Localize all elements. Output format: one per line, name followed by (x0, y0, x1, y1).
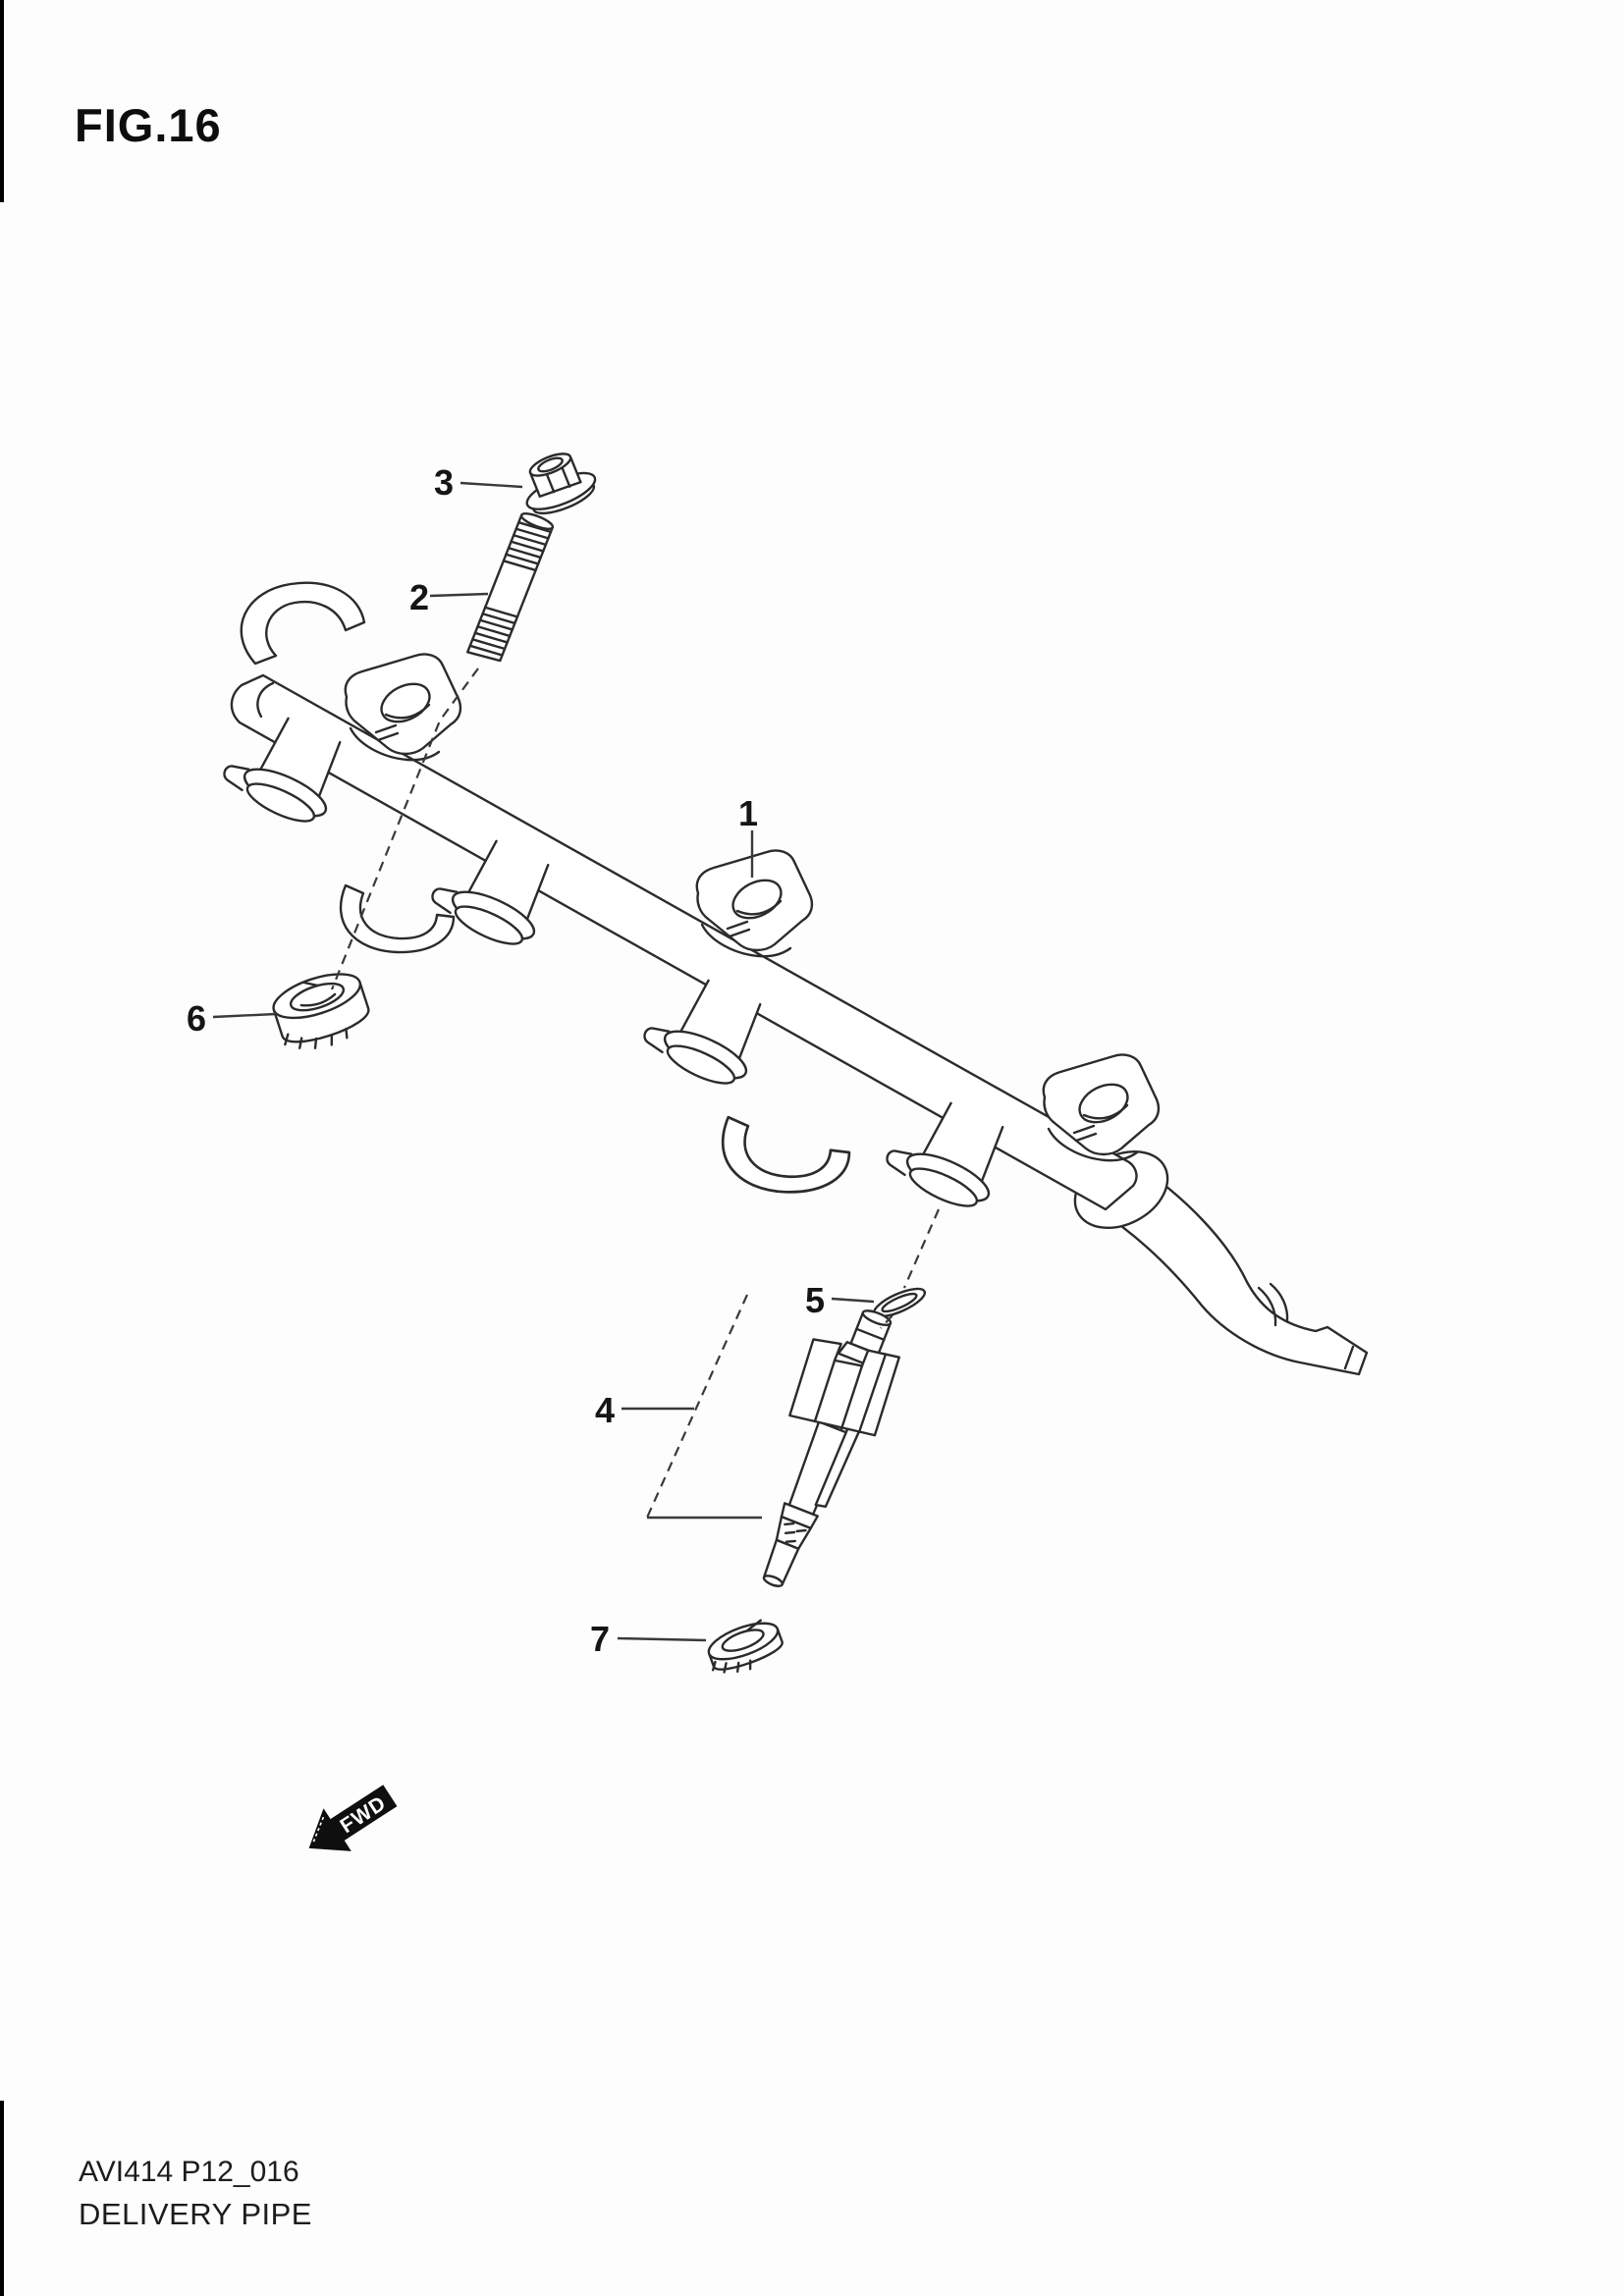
page-part-title: DELIVERY PIPE (79, 2197, 312, 2231)
scan-edge-artifact-top (0, 0, 4, 202)
rail-cap-inner-line (256, 681, 275, 719)
leader-line-6 (212, 1012, 277, 1019)
rail-end-curl (240, 581, 366, 666)
cushion-ring (707, 1619, 784, 1674)
tube-nipple-line (1343, 1345, 1355, 1370)
part-label-5: 5 (805, 1280, 825, 1320)
assembly-dashed-lines (330, 667, 941, 1520)
fwd-arrow: FWD (308, 1785, 398, 1851)
part-label-2: 2 (409, 577, 429, 617)
leader-line-5 (831, 1297, 875, 1304)
part-label-6: 6 (187, 998, 206, 1039)
pipe-bracket-left (344, 653, 462, 762)
page-part-code: AVI414 P12_016 (79, 2156, 299, 2188)
flange-nut (525, 453, 597, 515)
part-label-1: 1 (738, 793, 758, 833)
fwd-arrow-shape (308, 1785, 398, 1851)
leader-line-7 (617, 1636, 707, 1642)
tube-joint-band (1257, 1282, 1289, 1327)
figure-title: FIG.16 (75, 99, 222, 151)
pipe-bracket-middle (695, 849, 814, 958)
stud-threads (468, 521, 553, 657)
stud-bolt (466, 512, 555, 663)
leader-line-2 (429, 592, 489, 598)
fuel-injector (762, 1309, 900, 1587)
outlet-tube-body (1096, 1159, 1369, 1376)
part-label-4: 4 (595, 1390, 615, 1430)
o-ring (872, 1287, 927, 1318)
leader-line-3 (460, 481, 523, 489)
part-label-3: 3 (434, 462, 454, 503)
scan-edge-artifact-bottom (0, 2101, 4, 2296)
part-label-7: 7 (590, 1619, 610, 1659)
dashed-socket-to-oring (902, 1208, 941, 1289)
pipe-hook-lug-2 (721, 1115, 851, 1194)
dashed-stud-to-cushion (330, 667, 479, 990)
pipe-bracket-right (1042, 1053, 1161, 1162)
dashed-zone-part4 (645, 1294, 749, 1519)
dashed-oring-to-injector (880, 1314, 893, 1329)
fwd-arrow-serration (312, 1786, 379, 1842)
cushion (272, 973, 370, 1050)
delivery-pipe-rail (230, 581, 1138, 1211)
rail-body (230, 673, 1138, 1211)
callout-leaders (212, 481, 875, 1642)
callout-labels: 1 2 3 4 5 6 7 (187, 462, 825, 1659)
